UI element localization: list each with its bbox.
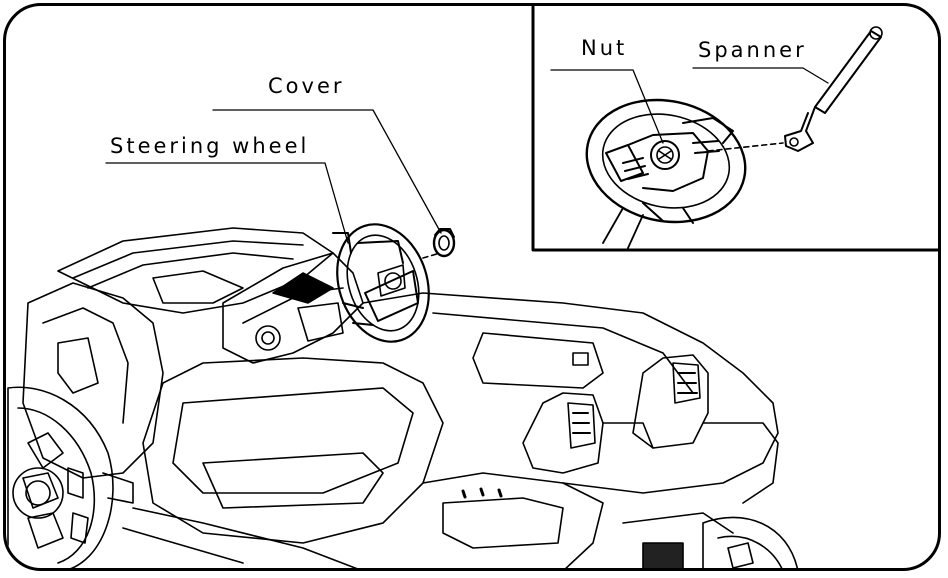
steering-wheel-label: Steering wheel xyxy=(110,134,310,158)
car-body xyxy=(7,227,798,568)
nut-label: Nut xyxy=(581,36,628,60)
spanner-label: Spanner xyxy=(698,38,807,62)
diagram-frame: Cover Steering wheel Nut Spanner xyxy=(3,3,941,571)
seats xyxy=(522,354,709,474)
cover-dash-line xyxy=(422,252,441,259)
spanner-illustration xyxy=(784,26,883,152)
vehicle-illustration xyxy=(7,6,938,568)
rear-right-wheel xyxy=(702,516,798,568)
cover-cap-illustration xyxy=(432,228,456,258)
spanner-leader-line xyxy=(692,67,829,84)
inset-panel xyxy=(531,6,938,252)
nut-leader-line xyxy=(550,69,664,144)
front-left-wheel xyxy=(7,386,134,568)
steering-wheel-leader-line xyxy=(105,162,349,244)
steering-wheel-illustration xyxy=(332,223,430,343)
cover-label: Cover xyxy=(268,74,345,98)
cover-leader-line xyxy=(212,109,442,234)
